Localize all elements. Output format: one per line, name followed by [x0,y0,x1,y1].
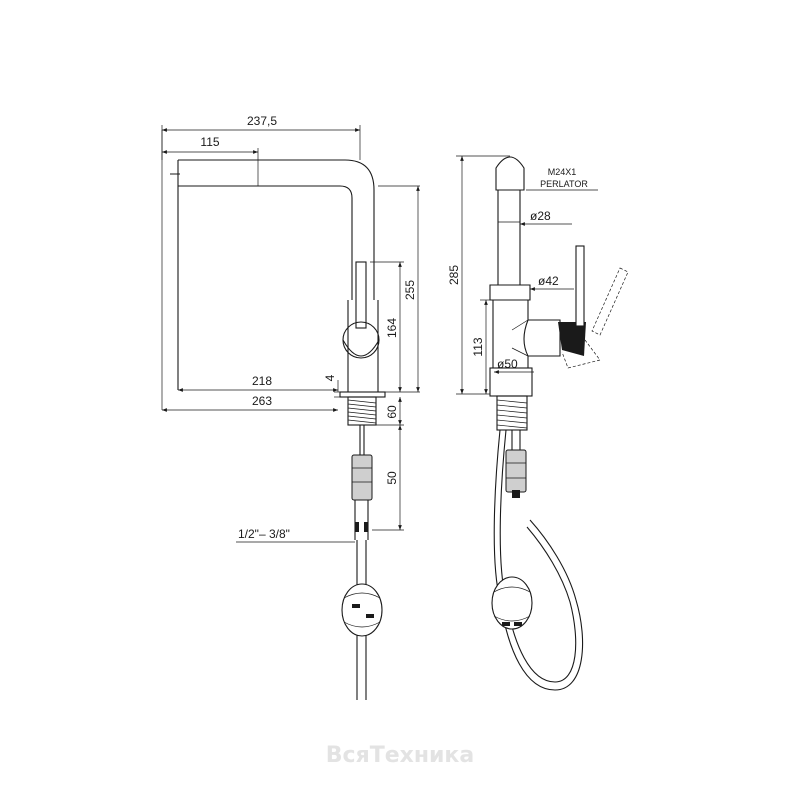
dim-spout-handle-offset: 115 [200,135,219,149]
side-pullout-hose [493,429,584,691]
side-spout-tube [497,190,521,285]
dim-base-thickness: 4 [323,374,337,381]
dim-base-diameter: ø50 [497,357,518,371]
front-supply-hose [354,425,369,540]
dim-body-diameter: ø42 [538,274,559,288]
aerator-label-line1: M24X1 [548,167,577,177]
dim-handle-height: 164 [385,318,399,338]
hose-thread-size: 1/2"– 3/8" [238,527,290,541]
front-handle-lever [355,261,367,329]
side-handle-cone [523,319,561,368]
dim-body-height: 113 [471,337,485,356]
side-handle-open-position [561,267,629,369]
dim-base-to-spout: 218 [252,374,272,388]
side-connector [505,449,527,493]
side-thread [496,395,528,431]
dim-base-width: 263 [252,394,272,408]
front-spout-tip [170,160,180,186]
front-base [339,391,386,398]
side-handle-lever [575,245,585,327]
front-view: 237,5 115 218 263 4 255 164 60 50 [161,114,420,700]
aerator-label-line2: PERLATOR [540,179,588,189]
front-connector [351,454,373,501]
watermark: ВсяТехника [326,743,474,768]
side-spout-top [495,156,525,191]
dim-thread-length: 60 [385,405,399,419]
dim-overall-spout-reach: 237,5 [247,114,277,128]
side-view: M24X1 PERLATOR ø28 ø42 ø50 285 113 [447,155,629,691]
side-body [489,284,531,368]
dim-spout-height: 255 [403,280,417,300]
front-spout [178,159,375,300]
side-handle-block [558,322,586,356]
dim-hose-connector: 50 [385,471,399,485]
front-hose-weight [341,583,383,637]
front-pullout-hose [356,540,367,700]
dim-total-height: 285 [447,265,461,285]
dim-spout-diameter: ø28 [530,209,551,223]
side-hose-weight [491,576,533,630]
